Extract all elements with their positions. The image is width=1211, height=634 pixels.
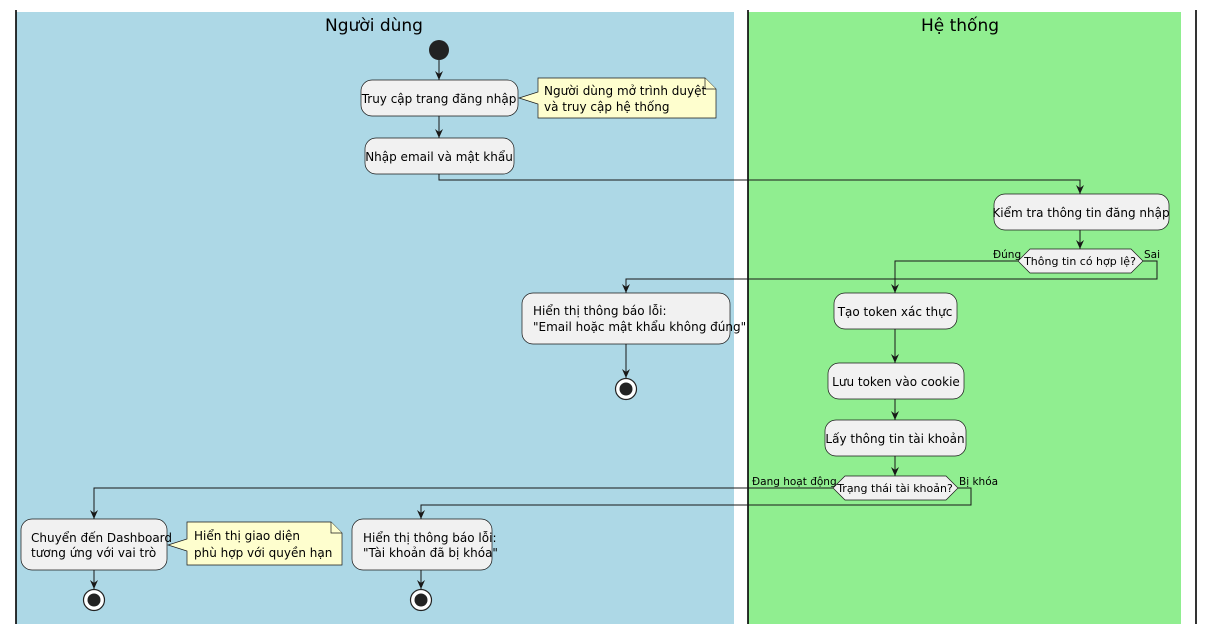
activity-error-locked bbox=[351, 518, 493, 571]
activity-error-credentials-line-2: "Email hoặc mật khẩu không đúng" bbox=[533, 320, 746, 334]
note-dashboard-fold bbox=[330, 522, 342, 534]
activity-save-cookie-label: Lưu token vào cookie bbox=[832, 375, 960, 389]
note-access-line-2: và truy cập hệ thống bbox=[544, 100, 670, 114]
activity-error-locked-line-2: "Tài khoản đã bị khóa" bbox=[363, 546, 498, 560]
activity-error-credentials-line-1: Hiển thị thông báo lỗi: bbox=[533, 304, 667, 318]
lane-title-user: Người dùng bbox=[325, 16, 423, 36]
activity-error-locked-line-1: Hiển thị thông báo lỗi: bbox=[363, 531, 497, 545]
decision-status-yes-label: Đang hoạt động bbox=[752, 476, 837, 488]
activity-access-login-label: Truy cập trang đăng nhập bbox=[361, 92, 517, 106]
activity-go-dashboard-line-1: Chuyển đến Dashboard bbox=[31, 531, 172, 545]
activity-check-login-label: Kiểm tra thông tin đăng nhập bbox=[992, 206, 1169, 220]
edge-status-locked bbox=[417, 487, 972, 519]
note-dashboard-line-2: phù hợp với quyền hạn bbox=[194, 546, 332, 560]
activity-enter-credentials-label: Nhập email và mật khẩu bbox=[365, 150, 513, 164]
lane-title-system: Hệ thống bbox=[921, 15, 999, 36]
decision-status-no-label: Bị khóa bbox=[959, 476, 998, 488]
activity-enter-credentials bbox=[364, 137, 515, 175]
decision-status bbox=[832, 475, 959, 501]
edge-enter-check bbox=[438, 174, 1084, 194]
edge-valid-yes bbox=[891, 260, 1018, 293]
activity-go-dashboard bbox=[20, 518, 168, 571]
end-node-credentials-error bbox=[614, 377, 638, 401]
decision-status-label: Trạng thái tài khoản? bbox=[836, 482, 953, 495]
decision-valid-no-label: Sai bbox=[1144, 249, 1160, 261]
start-node bbox=[429, 40, 449, 60]
decision-valid bbox=[1017, 248, 1144, 274]
activity-get-account-label: Lấy thông tin tài khoản bbox=[825, 432, 964, 446]
note-dashboard-line-1: Hiển thị giao diện bbox=[194, 529, 300, 543]
activity-create-token-label: Tạo token xác thực bbox=[837, 305, 953, 319]
note-access bbox=[517, 77, 717, 119]
activity-go-dashboard-line-2: tương ứng với vai trò bbox=[31, 546, 156, 560]
activity-check-login bbox=[993, 193, 1170, 231]
decision-valid-label: Thông tin có hợp lệ? bbox=[1023, 255, 1136, 268]
activity-get-account bbox=[824, 419, 967, 457]
edge-status-active bbox=[90, 487, 833, 519]
activity-error-credentials bbox=[521, 292, 731, 345]
note-access-line-1: Người dùng mở trình duyệt bbox=[544, 84, 707, 98]
activity-create-token bbox=[833, 292, 958, 330]
edge-valid-no bbox=[622, 260, 1158, 293]
decision-valid-yes-label: Đúng bbox=[993, 249, 1021, 261]
end-node-locked bbox=[409, 588, 433, 612]
activity-save-cookie bbox=[827, 362, 965, 400]
note-access-fold bbox=[704, 78, 716, 90]
lane-system bbox=[748, 12, 1181, 624]
end-node-dashboard bbox=[82, 588, 106, 612]
